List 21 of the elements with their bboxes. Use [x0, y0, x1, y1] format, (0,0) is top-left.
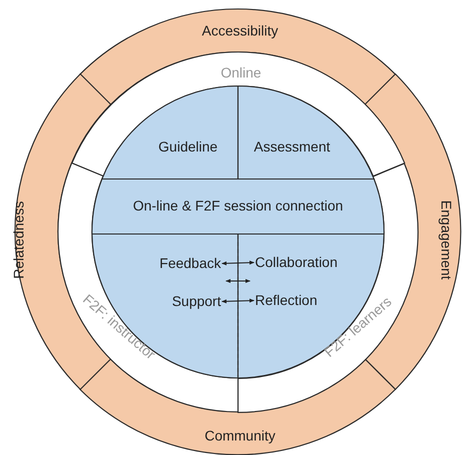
ring-segment — [70, 51, 406, 178]
segment-label: Guideline — [158, 138, 218, 156]
segment-label: Relatedness — [10, 201, 28, 279]
double-arrow — [226, 279, 250, 283]
ring-segment — [79, 8, 397, 106]
text-label: Reflection — [255, 292, 318, 309]
ring-segment — [79, 358, 397, 455]
double-arrow — [222, 298, 254, 304]
segment-label: Engagement — [437, 200, 454, 280]
segment-label: Community — [204, 427, 276, 444]
segment-label: Assessment — [254, 138, 330, 156]
circle-segment — [237, 85, 375, 180]
segment-label: Online — [220, 64, 262, 82]
double-arrow — [222, 260, 254, 266]
text-label: Feedback — [160, 255, 221, 272]
segment-label: Accessibility — [202, 22, 278, 40]
text-label: Collaboration — [255, 254, 338, 271]
text-label: Support — [172, 293, 221, 310]
circle-segment — [101, 85, 239, 180]
segment-label: On-line & F2F session connection — [132, 198, 344, 214]
circle-band — [91, 178, 385, 235]
